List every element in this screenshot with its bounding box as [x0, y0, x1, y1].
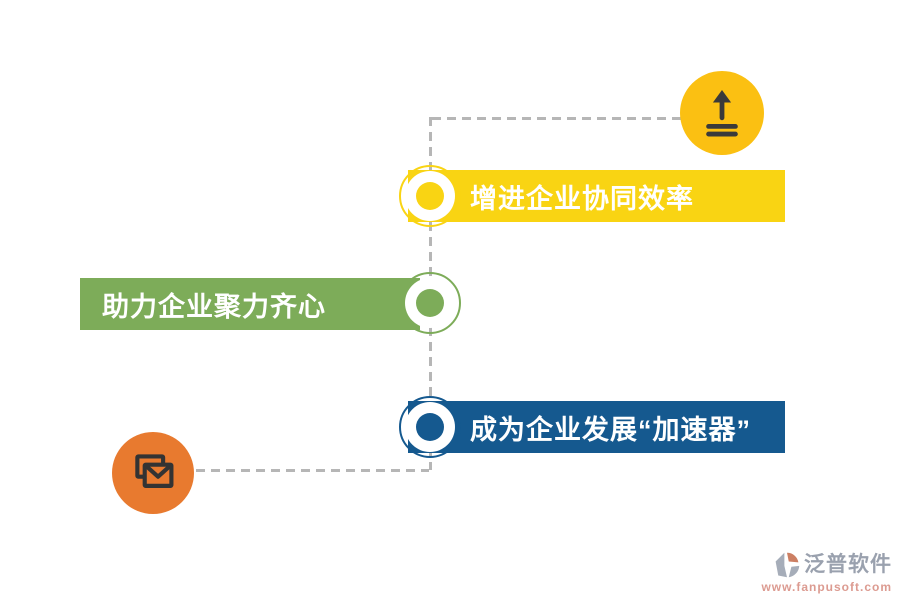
- fanpu-logo-icon: [775, 552, 800, 578]
- timeline-node-yellow: [399, 165, 461, 227]
- mail-badge: [112, 432, 194, 514]
- timeline-node-green: [399, 272, 461, 334]
- node-ring: [405, 278, 455, 328]
- node-dot: [416, 413, 444, 441]
- watermark-row: 泛普软件: [773, 550, 892, 580]
- bar-label: 助力企业聚力齐心: [102, 291, 326, 322]
- node-ring: [405, 402, 455, 452]
- watermark-url: www.fanpusoft.com: [761, 579, 892, 594]
- upload-badge: [680, 71, 764, 155]
- node-dot: [416, 182, 444, 210]
- upload-icon: [706, 90, 738, 137]
- connector-bottom-horizontal: [196, 469, 429, 472]
- mail-icon: [135, 454, 174, 488]
- watermark-brand: 泛普软件: [804, 553, 892, 577]
- bar-collaboration-efficiency: 增进企业协同效率: [408, 170, 785, 222]
- timeline-node-blue: [399, 396, 461, 458]
- node-dot: [416, 289, 444, 317]
- watermark: 泛普软件 www.fanpusoft.com: [761, 550, 892, 594]
- bar-unite-strength: 助力企业聚力齐心: [80, 278, 420, 330]
- connector-top-horizontal: [432, 117, 683, 120]
- bar-development-accelerator: 成为企业发展“加速器”: [408, 401, 785, 453]
- node-ring: [405, 171, 455, 221]
- bar-label: 增进企业协同效率: [470, 183, 694, 214]
- bar-label: 成为企业发展“加速器”: [470, 414, 751, 445]
